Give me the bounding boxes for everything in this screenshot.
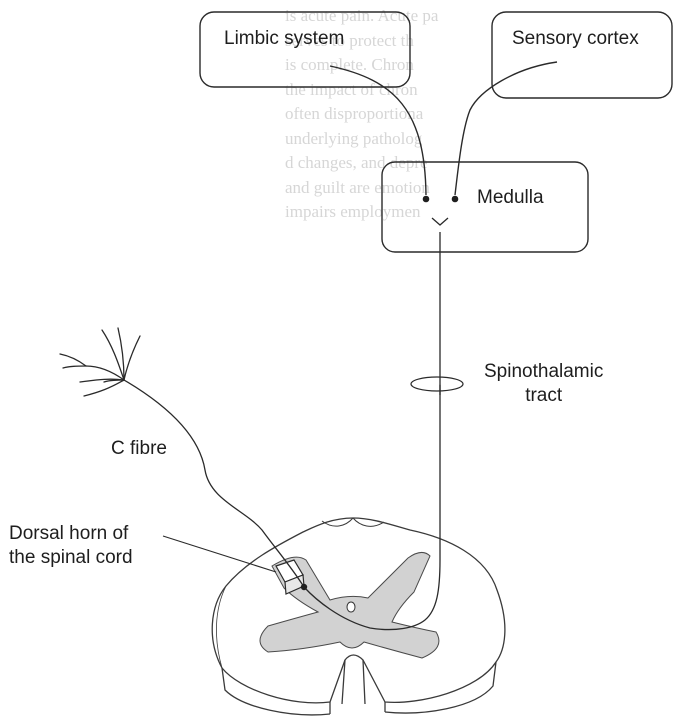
dorsal-horn-synapse [301,584,307,590]
limbic-system-label: Limbic system [224,27,344,51]
medulla-label: Medulla [477,186,544,210]
sensory-cortex-box [492,12,672,98]
sensory-cortex-label: Sensory cortex [512,27,639,51]
tract-marker [411,377,463,391]
central-canal [347,602,355,612]
dorsal-horn-leader [163,536,276,572]
tract-branch [432,218,448,225]
cortex-terminal [452,196,459,203]
cortex-pathway [455,62,557,195]
dorsal-horn-label: Dorsal horn of the spinal cord [9,522,133,570]
limbic-terminal [423,196,430,203]
limbic-pathway [330,66,426,195]
c-fibre-label: C fibre [111,437,167,461]
spinothalamic-tract-label: Spinothalamic tract [484,360,603,408]
